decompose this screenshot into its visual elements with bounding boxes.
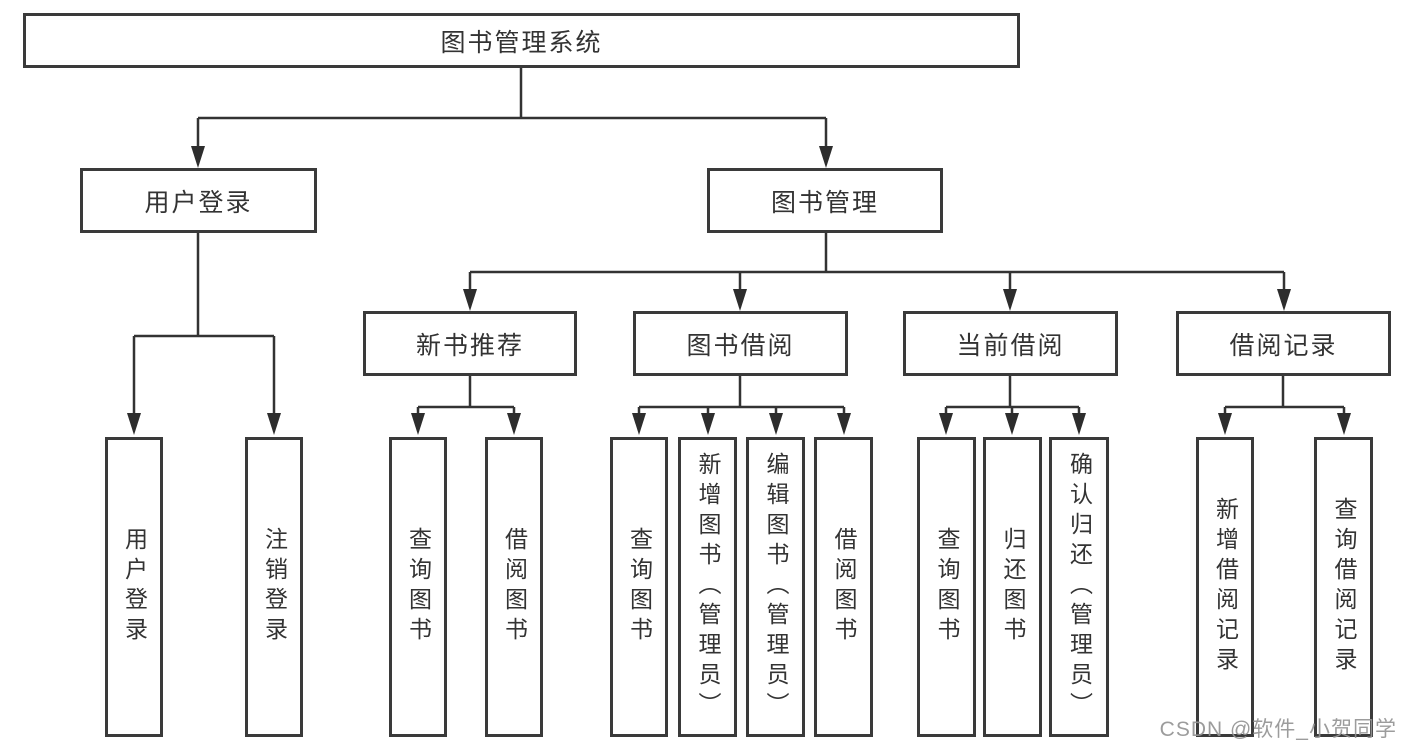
node-book-management: 图书管理 — [707, 168, 943, 233]
node-current-borrowing: 当前借阅 — [903, 311, 1118, 376]
node-leaf-user-login: 用户登录 — [105, 437, 163, 737]
csdn-watermark: CSDN @软件_小贺同学 — [1159, 718, 1397, 741]
node-borrowing-records: 借阅记录 — [1176, 311, 1391, 376]
node-records-add-record: 新增借阅记录 — [1196, 437, 1254, 737]
node-records-query-record: 查询借阅记录 — [1314, 437, 1373, 737]
node-user-login: 用户登录 — [80, 168, 317, 233]
node-newbook-borrow-books: 借阅图书 — [485, 437, 543, 737]
node-newbook-query-books: 查询图书 — [389, 437, 447, 737]
node-current-query-books: 查询图书 — [917, 437, 976, 737]
node-leaf-logout: 注销登录 — [245, 437, 303, 737]
node-borrowing-edit-books-admin: 编辑图书（管理员） — [746, 437, 805, 737]
node-current-confirm-return-admin: 确认归还（管理员） — [1049, 437, 1109, 737]
node-borrowing-add-books-admin: 新增图书（管理员） — [678, 437, 737, 737]
node-book-borrowing: 图书借阅 — [633, 311, 848, 376]
node-current-return-books: 归还图书 — [983, 437, 1042, 737]
node-borrowing-borrow-books: 借阅图书 — [814, 437, 873, 737]
node-new-book-recommend: 新书推荐 — [363, 311, 577, 376]
node-borrowing-query-books: 查询图书 — [610, 437, 668, 737]
node-library-management-system: 图书管理系统 — [23, 13, 1020, 68]
